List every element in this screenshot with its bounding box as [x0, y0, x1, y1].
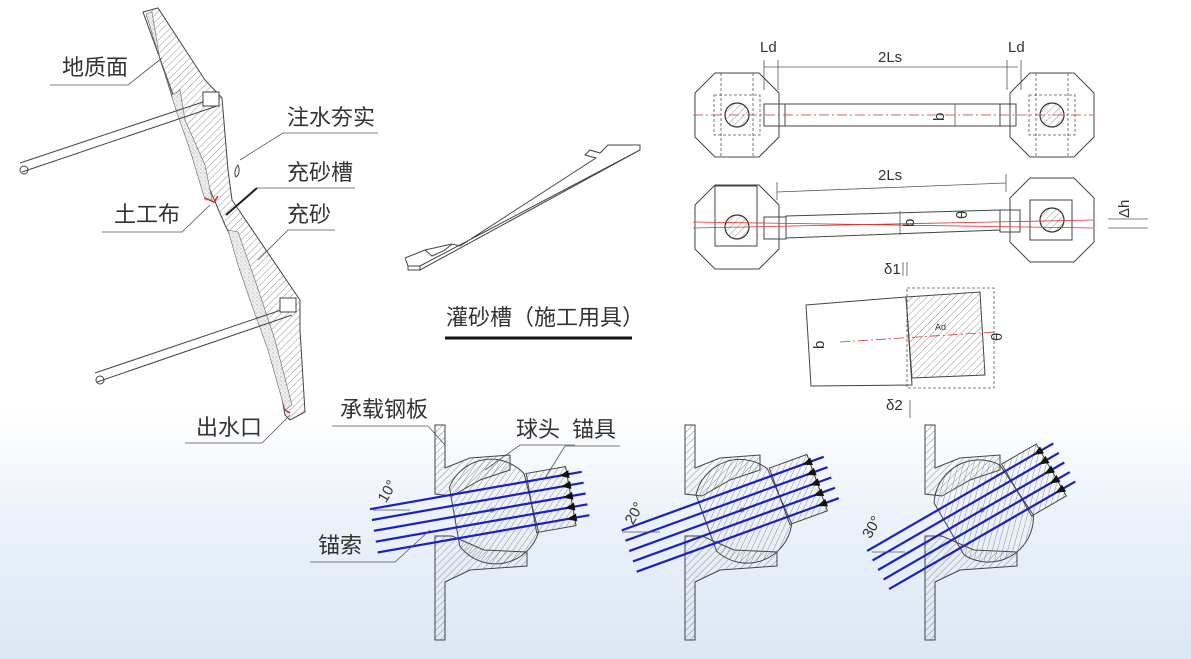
- label-anchor-cable: 锚索: [318, 534, 362, 559]
- leader-lines: [50, 57, 378, 444]
- anchor-bar-upper: [19, 97, 218, 175]
- angle-label-30: 30°: [859, 513, 885, 541]
- anchor-assembly-10deg: [363, 424, 597, 641]
- label-anchorage: 锚具: [572, 418, 616, 443]
- sand-trough-isometric: [404, 144, 641, 271]
- outlet-mark: [284, 409, 291, 414]
- plan-view-aligned: [693, 60, 1095, 158]
- label-geological-surface: 地质面: [62, 56, 128, 81]
- dim-b-bottom: b: [901, 219, 918, 227]
- anchor-head: [202, 91, 220, 107]
- label-sand-trough: 充砂槽: [287, 161, 353, 186]
- label-ball-head: 球头: [516, 418, 560, 443]
- geotextile-mark: [204, 195, 219, 203]
- anchor-bar-lower: [94, 306, 293, 385]
- sand-layer: [145, 11, 213, 201]
- anchor-assembly-20deg: [610, 424, 851, 641]
- dim-theta-detail: θ: [989, 333, 1006, 341]
- sand-trough-tool: [225, 187, 258, 216]
- slope-section: 地质面 注水夯实 充砂槽 土工布 充砂 出水口: [19, 7, 378, 444]
- dim-ld-right: Ld: [1008, 39, 1025, 56]
- plan-view-offset: [692, 174, 1148, 270]
- water-drop-icon: [234, 163, 240, 178]
- dim-theta: θ: [954, 211, 971, 219]
- dim-ld-left: Ld: [760, 39, 777, 56]
- label-bearing-plate: 承载钢板: [340, 398, 428, 423]
- joint-detail: [805, 262, 996, 418]
- leader-lines-anchor: [310, 425, 620, 563]
- angle-label-10: 10°: [375, 477, 401, 505]
- dim-2ls-top: 2Ls: [878, 49, 902, 66]
- dim-b-top: b: [931, 113, 948, 121]
- label-water-outlet: 出水口: [196, 416, 262, 441]
- dim-2ls-bottom: 2Ls: [878, 167, 902, 184]
- label-ad: Ad: [935, 322, 946, 332]
- label-geotextile: 土工布: [114, 203, 180, 228]
- anchor-assembly-30deg: [851, 417, 1093, 641]
- sand-trough-title: 灌砂槽（施工用具）: [446, 306, 644, 331]
- dim-delta1: δ1: [884, 261, 901, 278]
- anchor-head: [279, 297, 297, 313]
- dim-delta2: δ2: [886, 397, 903, 414]
- sand-layer: [227, 229, 293, 411]
- label-water-compaction: 注水夯实: [287, 106, 375, 131]
- dim-delta-h: Δh: [1116, 200, 1133, 218]
- label-sand-fill: 充砂: [287, 203, 331, 228]
- dim-b-detail: b: [811, 341, 828, 349]
